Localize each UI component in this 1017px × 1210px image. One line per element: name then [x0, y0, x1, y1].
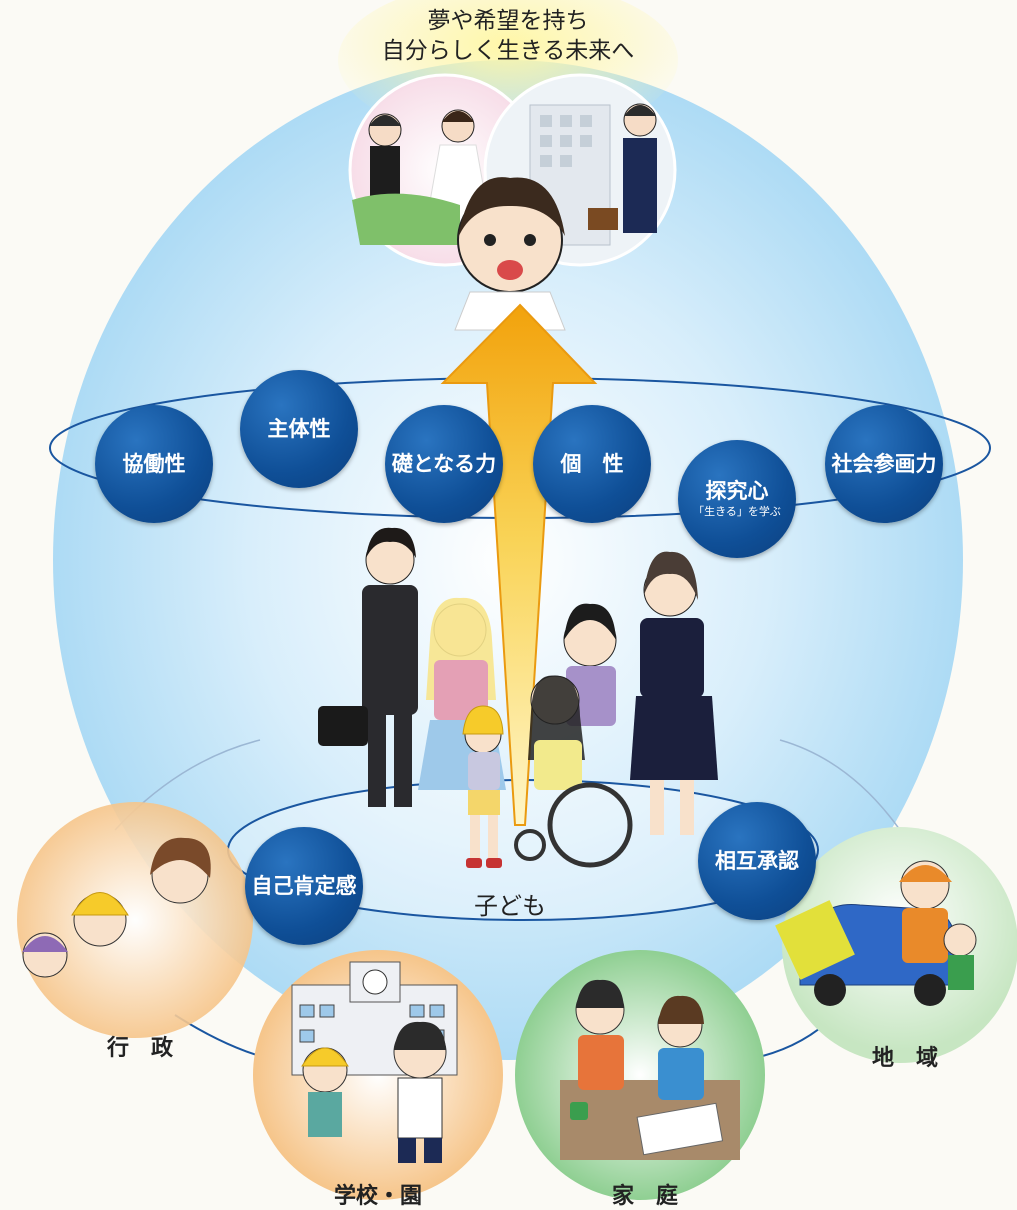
- value-node-shutaisei: 主体性: [240, 370, 358, 488]
- core-right-label: 相互承認: [715, 849, 799, 873]
- support-label-chiiki: 地 域: [871, 1046, 938, 1071]
- support-label-katei: 家 庭: [611, 1184, 678, 1209]
- katei-illustration: [515, 950, 765, 1200]
- children-illustration: [318, 527, 718, 868]
- connector-chiiki: [779, 739, 901, 831]
- value-node-kyodosei: 協働性: [95, 405, 213, 523]
- core-left-label: 自己肯定感: [251, 874, 357, 898]
- value-label: 協働性: [122, 452, 186, 476]
- value-node-ishizue: 礎となる力: [385, 405, 503, 523]
- value-node-shakaisankaku: 社会参画力: [825, 405, 943, 523]
- support-label-gakko: 学校・園: [333, 1184, 422, 1209]
- goal-line-2: 自分らしく生きる未来へ: [381, 38, 635, 64]
- value-label: 探究心: [705, 479, 769, 503]
- value-sublabel: 「生きる」を学ぶ: [693, 505, 781, 518]
- support-label-gyosei: 行 政: [106, 1036, 173, 1061]
- value-label: 個 性: [560, 452, 624, 476]
- growth-arrow: [440, 303, 598, 826]
- future-scene-illustration: [348, 73, 677, 331]
- gyosei-illustration: [17, 802, 253, 1038]
- core-node-sogoshonin: 相互承認: [698, 802, 816, 920]
- value-label: 礎となる力: [391, 452, 497, 476]
- value-node-tankyushin: 探究心 「生きる」を学ぶ: [678, 440, 796, 558]
- value-label: 主体性: [267, 417, 331, 441]
- goal-line-1: 夢や希望を持ち: [427, 8, 589, 34]
- chiiki-illustration: [775, 827, 1017, 1063]
- gakko-illustration: [253, 950, 503, 1200]
- core-node-jikokoteikan: 自己肯定感: [245, 827, 363, 945]
- core-label-kodomo: 子ども: [474, 892, 546, 920]
- value-node-kosei: 個 性: [533, 405, 651, 523]
- value-label: 社会参画力: [831, 452, 937, 476]
- goal-text: 夢や希望を持ち 自分らしく生きる未来へ: [308, 6, 708, 66]
